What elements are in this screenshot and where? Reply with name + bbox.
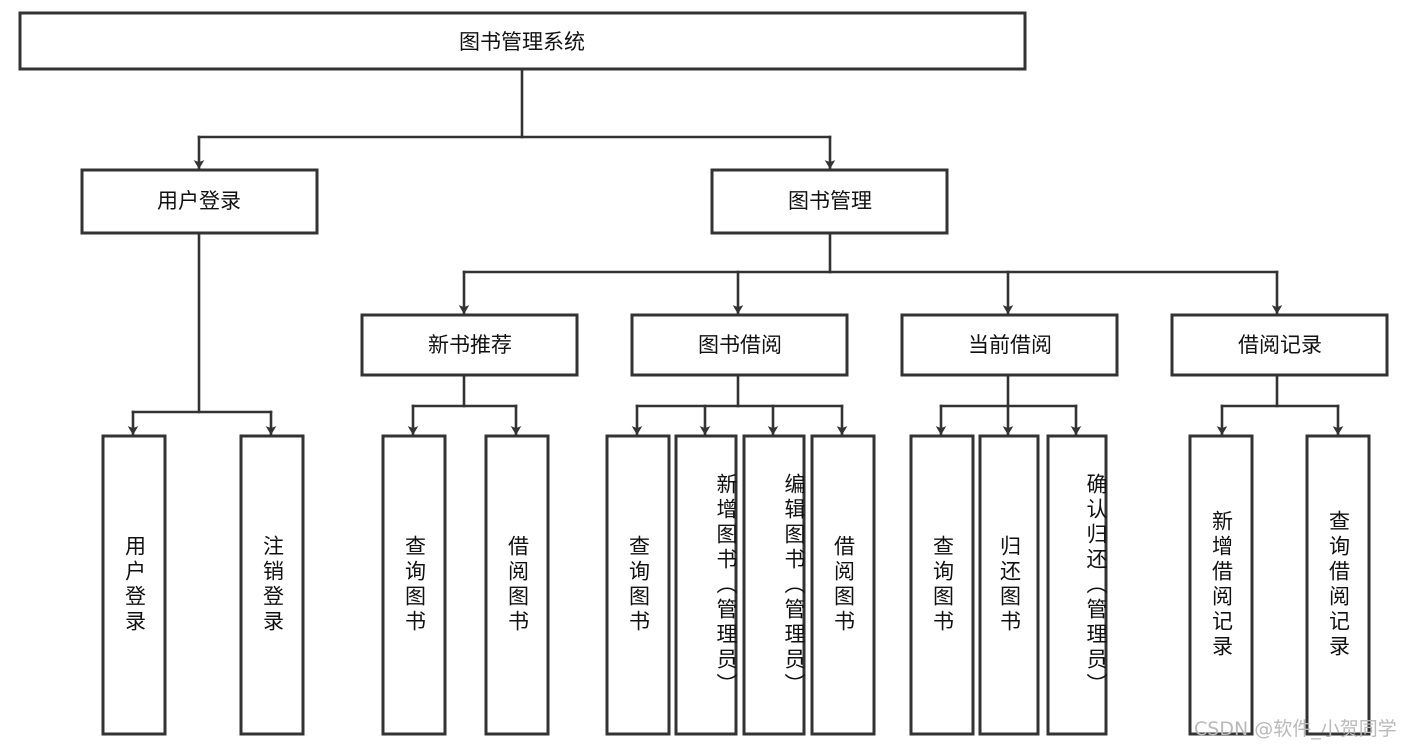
edge-group-user-login <box>127 232 277 436</box>
edge-group-current-borrow <box>935 374 1082 436</box>
leaf-return-book-box[interactable] <box>978 434 1040 736</box>
leaf-edit-book-box[interactable] <box>742 434 806 736</box>
leaf-query-book-3-box[interactable] <box>909 434 975 736</box>
node-book-mgmt-box[interactable] <box>710 168 949 235</box>
node-new-book-rec-label: 新书推荐 <box>428 333 512 357</box>
node-current-borrow-label: 当前借阅 <box>968 333 1052 357</box>
node-book-mgmt-label: 图书管理 <box>788 189 872 213</box>
leaf-query-book-2-box[interactable] <box>605 434 671 736</box>
leaf-confirm-return-box[interactable] <box>1046 434 1108 736</box>
csdn-watermark: CSDN @软件_小贺同学 <box>1194 718 1397 740</box>
node-user-login-label: 用户登录 <box>157 189 241 213</box>
edge-group-new-book-rec <box>407 374 522 436</box>
edge-group-book-mgmt <box>458 232 1283 315</box>
leaf-borrow-book-2-box[interactable] <box>810 434 876 736</box>
leaf-user-logout-box[interactable] <box>239 434 305 736</box>
leaf-user-login-box[interactable] <box>101 434 167 736</box>
node-current-borrow-box[interactable] <box>900 313 1119 377</box>
edge-group-borrow-record <box>1216 374 1344 436</box>
node-user-login[interactable]: 用户登录 <box>80 168 319 235</box>
node-root-box[interactable] <box>18 11 1027 71</box>
node-root-label: 图书管理系统 <box>459 30 585 54</box>
node-new-book-rec[interactable]: 新书推荐 <box>360 313 579 377</box>
edge-group-root <box>193 67 836 170</box>
node-borrow-record-label: 借阅记录 <box>1238 333 1322 357</box>
node-book-borrow-label: 图书借阅 <box>698 333 782 357</box>
leaf-add-book-box[interactable] <box>674 434 738 736</box>
edge-group-book-borrow <box>631 374 848 436</box>
leaf-add-record-box[interactable] <box>1188 434 1254 736</box>
leaf-borrow-book-1-box[interactable] <box>484 434 550 736</box>
node-new-book-rec-box[interactable] <box>360 313 579 377</box>
node-book-mgmt[interactable]: 图书管理 <box>710 168 949 235</box>
node-book-borrow-box[interactable] <box>630 313 849 377</box>
node-book-borrow[interactable]: 图书借阅 <box>630 313 849 377</box>
node-user-login-box[interactable] <box>80 168 319 235</box>
leaf-query-record-box[interactable] <box>1305 434 1371 736</box>
node-borrow-record[interactable]: 借阅记录 <box>1170 313 1389 377</box>
node-current-borrow[interactable]: 当前借阅 <box>900 313 1119 377</box>
leaf-boxes <box>101 434 1371 736</box>
node-borrow-record-box[interactable] <box>1170 313 1389 377</box>
leaf-query-book-1-box[interactable] <box>381 434 447 736</box>
node-root[interactable]: 图书管理系统 <box>18 11 1027 71</box>
